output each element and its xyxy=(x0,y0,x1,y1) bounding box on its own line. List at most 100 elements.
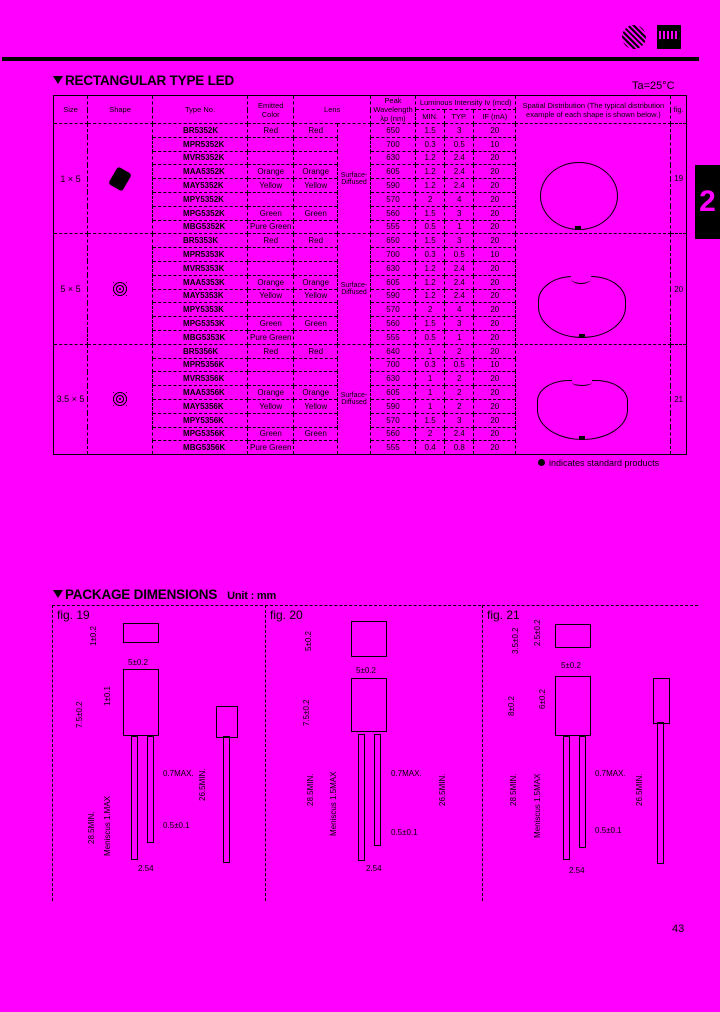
if-ma: 20 xyxy=(473,385,517,400)
emitted-color: Green xyxy=(247,426,295,442)
figure-21: fig. 21 3.5±0.2 2.5±0.2 5±0.2 8±0.2 6±0.… xyxy=(482,605,698,901)
if-ma: 20 xyxy=(473,288,517,304)
type-no: MAY5353K xyxy=(152,288,249,304)
top-view xyxy=(123,623,159,643)
col-if: IF (mA) xyxy=(473,109,517,124)
if-ma: 20 xyxy=(473,233,517,249)
side-lead xyxy=(223,736,230,863)
if-ma: 20 xyxy=(473,440,517,456)
col-min: MIN. xyxy=(414,109,446,124)
col-wavelength: Peak Wavelength λp (nm) xyxy=(369,95,416,124)
wavelength: 590 xyxy=(369,178,416,193)
iv-min: 1.2 xyxy=(414,288,446,304)
company-logo xyxy=(622,25,646,49)
wavelength: 555 xyxy=(369,219,416,235)
origin-marker xyxy=(575,226,581,230)
lead-left xyxy=(563,736,570,860)
lens-color: Red xyxy=(293,233,338,249)
led-spec-table: Size Shape Type No. Emitted Color Lens P… xyxy=(52,95,687,456)
lens-color: Orange xyxy=(293,164,338,180)
shape-cell xyxy=(87,233,154,345)
emitted-color: Red xyxy=(247,123,295,138)
triangle-icon xyxy=(53,76,63,84)
iv-typ: 2 xyxy=(444,398,475,414)
type-no: MAA5353K xyxy=(152,274,249,290)
iv-min: 1.5 xyxy=(414,205,446,221)
emitted-color: Pure Green xyxy=(247,440,295,456)
wavelength: 570 xyxy=(369,191,416,207)
col-lens: Lens xyxy=(293,95,371,124)
fig-ref: 20 xyxy=(670,233,687,345)
shape-cell xyxy=(87,122,154,235)
emitted-color xyxy=(247,357,295,373)
iv-min: 1.2 xyxy=(414,260,446,276)
if-ma: 10 xyxy=(473,247,517,262)
wavelength: 630 xyxy=(369,371,416,387)
if-ma: 20 xyxy=(473,412,517,428)
standard-products-note: indicates standard products xyxy=(538,458,659,468)
type-no: MPG5353K xyxy=(152,316,249,331)
emitted-color: Pure Green xyxy=(247,329,295,345)
origin-marker xyxy=(579,436,585,440)
if-ma: 20 xyxy=(473,426,517,442)
led-shape-icon xyxy=(108,166,132,192)
if-ma: 20 xyxy=(473,302,517,318)
lens-color xyxy=(293,219,338,235)
wavelength: 560 xyxy=(369,316,416,331)
if-ma: 20 xyxy=(473,371,517,387)
iv-min: 1.5 xyxy=(414,316,446,331)
wavelength: 605 xyxy=(369,385,416,400)
iv-min: 2 xyxy=(414,191,446,207)
lens-color: Green xyxy=(293,426,338,442)
type-no: MVR5352K xyxy=(152,150,249,166)
lens-color xyxy=(293,247,338,262)
emitted-color xyxy=(247,150,295,166)
col-size: Size xyxy=(52,95,89,124)
wavelength: 630 xyxy=(369,150,416,166)
type-no: MVR5353K xyxy=(152,260,249,276)
iv-typ: 2.4 xyxy=(444,164,475,180)
iv-min: 1 xyxy=(414,398,446,414)
wavelength: 555 xyxy=(369,440,416,456)
spatial-distribution-fig21 xyxy=(537,379,628,440)
col-intensity: Luminous Intensity Iv (mcd) xyxy=(414,95,517,110)
emitted-color: Orange xyxy=(247,385,295,400)
lens-color xyxy=(293,136,338,152)
iv-min: 1 xyxy=(414,371,446,387)
emitted-color: Pure Green xyxy=(247,219,295,235)
side-view xyxy=(216,706,238,738)
iv-min: 1 xyxy=(414,343,446,359)
type-no: BR5353K xyxy=(152,233,249,249)
figure-20: fig. 20 5±0.2 5±0.2 7.5±0.2 28.5MIN. Men… xyxy=(265,605,481,901)
wavelength: 630 xyxy=(369,260,416,276)
triangle-icon xyxy=(53,590,63,598)
top-view xyxy=(555,624,591,648)
wavelength: 555 xyxy=(369,329,416,345)
wavelength: 560 xyxy=(369,205,416,221)
type-no: MAA5356K xyxy=(152,385,249,400)
wavelength: 590 xyxy=(369,288,416,304)
spatial-distribution-fig20 xyxy=(538,273,626,338)
led-body xyxy=(351,678,387,732)
top-view xyxy=(351,621,387,657)
wavelength: 640 xyxy=(369,343,416,359)
type-no: MPG5356K xyxy=(152,426,249,442)
emitted-color xyxy=(247,371,295,387)
emitted-color: Yellow xyxy=(247,288,295,304)
if-ma: 20 xyxy=(473,178,517,193)
col-typ: TYP. xyxy=(444,109,475,124)
lens-color xyxy=(293,260,338,276)
iv-min: 0.3 xyxy=(414,357,446,373)
emitted-color: Yellow xyxy=(247,398,295,414)
emitted-color: Orange xyxy=(247,274,295,290)
iv-typ: 0.5 xyxy=(444,136,475,152)
if-ma: 20 xyxy=(473,123,517,138)
section-tab: 2 xyxy=(695,165,720,239)
